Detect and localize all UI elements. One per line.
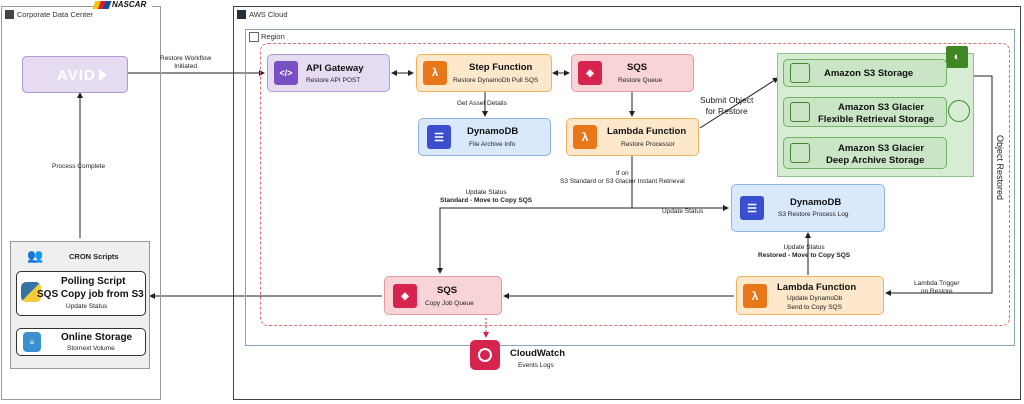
users-icon: 👥: [27, 248, 44, 263]
storage-icon: ≡: [23, 332, 41, 352]
python-icon: [21, 282, 41, 302]
lambda-restore-box[interactable]: λ Lambda Function Restore Processor: [566, 118, 699, 156]
online-storage-box[interactable]: ≡ Online Storage Stornext Volume: [16, 328, 146, 356]
aws-cloud-group: AWS Cloud: [233, 6, 1021, 400]
building-icon: [5, 10, 14, 19]
cloudwatch-sub: Events Logs: [518, 362, 554, 369]
lambda-icon: λ: [573, 125, 597, 149]
label-process-complete: Process Complete: [52, 163, 106, 170]
lambda-copy-icon: λ: [743, 284, 767, 308]
label-get-asset: Get Asset Details: [457, 100, 507, 107]
dynamodb-log-icon: ☰: [740, 196, 764, 220]
s3-glacier-icon: [948, 100, 970, 122]
play-icon: [99, 69, 107, 81]
region-dashed-boundary: [260, 43, 1010, 326]
dynamodb-archive-box[interactable]: ☰ DynamoDB File Archive Info: [418, 118, 551, 156]
sqs-copy-icon: ◈: [393, 284, 417, 308]
lambda-copy-box[interactable]: λ Lambda Function Update DynamoDb Send t…: [736, 276, 884, 315]
api-gateway-box[interactable]: </> API Gateway Restore API POST: [267, 54, 390, 92]
dynamodb-icon: ☰: [427, 125, 451, 149]
region-flag-icon: [249, 32, 259, 42]
edge-lambda-s3: [699, 77, 779, 129]
edge-lambda-sqs-copy: [437, 156, 633, 274]
s3-glacier-deep-box[interactable]: Amazon S3 Glacier Deep Archive Storage: [783, 137, 947, 169]
s3-standard-icon: [790, 63, 810, 83]
polling-script-box[interactable]: Polling Script SQS Copy job from S3 Upda…: [16, 271, 146, 316]
step-function-box[interactable]: λ Step Function Restore DynamoDb Pull SQ…: [416, 54, 552, 92]
avid-box[interactable]: AVID: [22, 56, 128, 93]
avid-logo: AVID: [57, 67, 96, 84]
s3-flexible-icon: [790, 102, 810, 122]
s3-deep-icon: [790, 143, 810, 163]
aws-cloud-icon: [237, 10, 246, 19]
nascar-logo: NASCAR: [92, 0, 152, 11]
region-group: Region: [245, 29, 1015, 346]
step-function-icon: λ: [423, 61, 447, 85]
sqs-icon: ◈: [578, 61, 602, 85]
label-object-restored: Object Restored: [995, 135, 1005, 201]
label-update-status: Update Status: [662, 208, 704, 215]
corporate-data-center-group: Corporate Data Center: [1, 6, 161, 400]
corporate-label: Corporate Data Center: [17, 10, 93, 19]
cloudwatch-title: CloudWatch: [510, 348, 566, 359]
cloudwatch-icon[interactable]: [470, 340, 500, 370]
sqs-copy-box[interactable]: ◈ SQS Copy Job Queue: [384, 276, 502, 315]
s3-bucket-icon: ◐: [946, 46, 968, 68]
sqs-restore-box[interactable]: ◈ SQS Restore Queue: [571, 54, 694, 92]
dynamodb-log-box[interactable]: ☰ DynamoDB S3 Restore Process Log: [731, 184, 885, 232]
aws-cloud-label: AWS Cloud: [249, 10, 288, 19]
s3-standard-box[interactable]: Amazon S3 Storage: [783, 59, 947, 87]
s3-glacier-flexible-box[interactable]: Amazon S3 Glacier Flexible Retrieval Sto…: [783, 97, 947, 127]
api-gateway-icon: </>: [274, 61, 298, 85]
nascar-stripes-icon: [92, 1, 112, 9]
